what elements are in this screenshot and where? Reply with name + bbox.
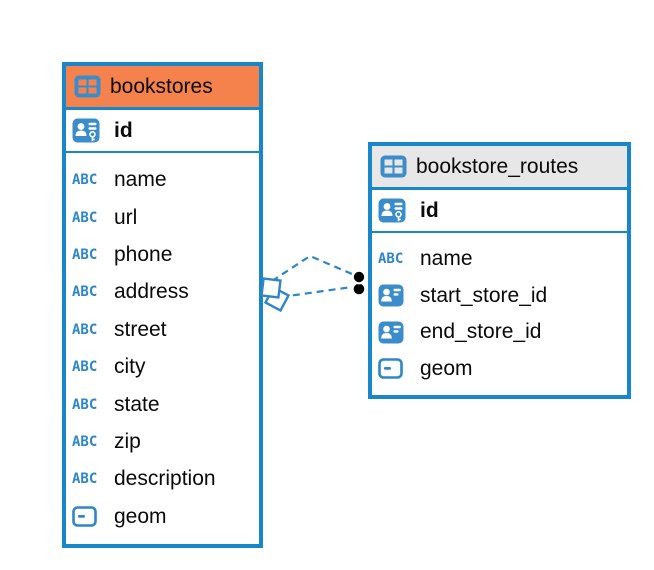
geometry-type-icon	[72, 506, 105, 527]
text-type-icon: ABC	[72, 284, 98, 301]
column-name: zip	[114, 429, 141, 453]
primary-key-row[interactable]: id	[372, 190, 627, 233]
column-row[interactable]: ABC state	[72, 393, 253, 417]
column-row[interactable]: ABC city	[72, 355, 253, 379]
column-row[interactable]: ABC name	[72, 168, 253, 192]
column-name: city	[114, 355, 146, 379]
column-row[interactable]: ABC phone	[72, 243, 253, 267]
table-grid-icon	[74, 75, 101, 98]
column-row[interactable]: ABC description	[72, 467, 253, 491]
text-type-icon: ABC	[378, 251, 404, 268]
foreign-key-icon	[378, 284, 411, 307]
text-type-icon: ABC	[72, 247, 98, 264]
text-type-icon: ABC	[72, 359, 98, 376]
relationship-dot-end	[351, 269, 367, 297]
text-type-icon: ABC	[72, 172, 98, 189]
column-row[interactable]: ABC url	[72, 206, 253, 230]
text-type-icon: ABC	[72, 433, 98, 450]
column-name: street	[114, 317, 167, 341]
column-row[interactable]: end_store_id	[378, 320, 621, 344]
column-name: name	[420, 247, 473, 271]
column-row[interactable]: geom	[72, 505, 253, 529]
column-name: phone	[114, 243, 173, 267]
column-name: end_store_id	[420, 320, 542, 344]
fk-line-2	[280, 285, 353, 299]
text-type-icon: ABC	[72, 321, 98, 338]
text-type-icon: ABC	[72, 209, 98, 226]
column-row[interactable]: ABC zip	[72, 430, 253, 454]
table-grid-icon	[380, 155, 407, 178]
column-name: url	[114, 205, 138, 229]
column-name: start_store_id	[420, 283, 548, 307]
column-name: geom	[114, 504, 167, 528]
primary-key-name: id	[420, 198, 439, 222]
table-header[interactable]: bookstores	[66, 66, 259, 110]
column-row[interactable]: ABC address	[72, 280, 253, 304]
table-header[interactable]: bookstore_routes	[372, 146, 627, 190]
text-type-icon: ABC	[72, 396, 98, 413]
table-name: bookstores	[110, 74, 213, 98]
entity-table-bookstores[interactable]: bookstores id ABC name ABC url AB	[62, 62, 263, 548]
column-name: geom	[420, 356, 473, 380]
text-type-icon: ABC	[72, 471, 98, 488]
column-name: name	[114, 168, 167, 192]
column-row[interactable]: start_store_id	[378, 284, 621, 308]
column-name: state	[114, 392, 160, 416]
foreign-key-icon	[378, 321, 411, 344]
fk-line-1	[271, 254, 353, 282]
primary-key-icon	[72, 118, 105, 143]
column-name: description	[114, 467, 216, 491]
primary-key-name: id	[114, 118, 133, 142]
relationship-diamond-end	[260, 277, 291, 313]
column-name: address	[114, 280, 189, 304]
column-row[interactable]: ABC street	[72, 318, 253, 342]
column-list: ABC name ABC url ABC phone ABC address A…	[66, 153, 259, 544]
column-row[interactable]: geom	[378, 357, 621, 381]
entity-table-bookstore-routes[interactable]: bookstore_routes id ABC name	[368, 142, 631, 399]
column-row[interactable]: ABC name	[378, 247, 621, 271]
geometry-type-icon	[378, 358, 411, 379]
column-list: ABC name start_store_id	[372, 233, 627, 395]
primary-key-row[interactable]: id	[66, 110, 259, 153]
table-name: bookstore_routes	[416, 154, 579, 178]
primary-key-icon	[378, 198, 411, 223]
